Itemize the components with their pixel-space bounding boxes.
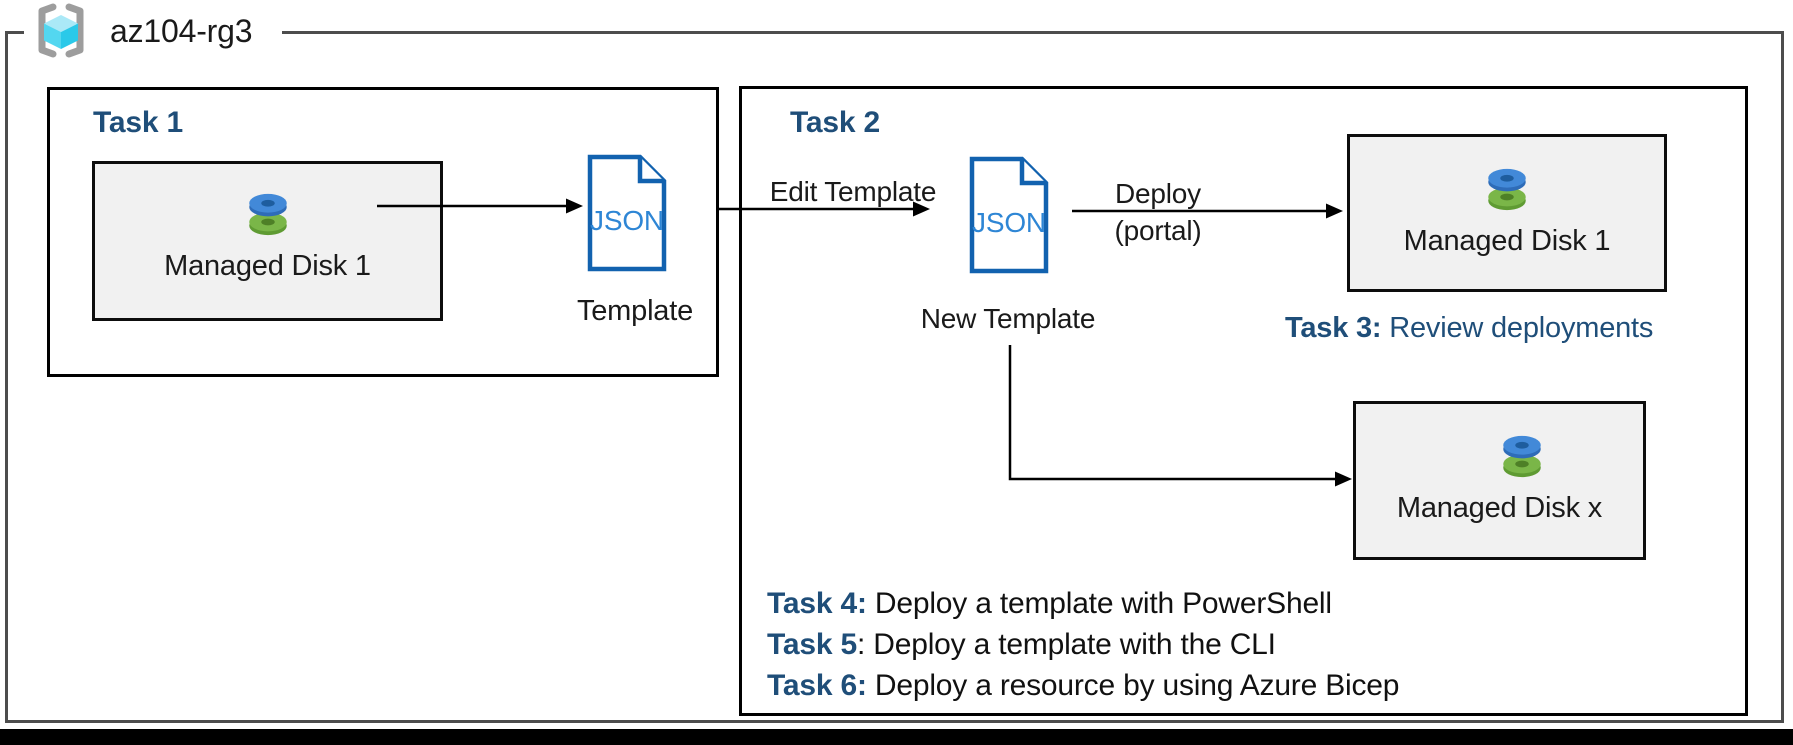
- json-template-icon: JSON: [587, 154, 667, 272]
- resource-group-frame: [5, 31, 1784, 723]
- managed-disk-1-label: Managed Disk 1: [164, 250, 371, 282]
- managed-disk-icon: [248, 193, 287, 236]
- task5-text: : Deploy a template with the CLI: [856, 628, 1276, 661]
- resource-group-legend: az104-rg3: [24, 1, 283, 61]
- task5-line: Task 5: Deploy a template with the CLI: [767, 624, 1399, 665]
- managed-disk-1-deployed-label: Managed Disk 1: [1403, 225, 1611, 257]
- bottom-black-bar: [0, 729, 1793, 745]
- task4-label: Task 4:: [767, 587, 867, 620]
- task6-line: Task 6: Deploy a resource by using Azure…: [767, 665, 1399, 706]
- json-icon-text: JSON: [972, 207, 1046, 238]
- task3-caption-bold: Task 3:: [1285, 312, 1382, 344]
- new-template-caption: New Template: [920, 303, 1096, 334]
- resource-group-icon: [38, 3, 84, 58]
- deploy-label: Deploy: [1115, 178, 1201, 209]
- task-list: Task 4: Deploy a template with PowerShel…: [767, 583, 1399, 706]
- task3-caption-rest: Review deployments: [1381, 312, 1654, 344]
- managed-disk-1-box: Managed Disk 1: [92, 161, 443, 321]
- json-icon-text: JSON: [590, 205, 664, 236]
- task4-text: Deploy a template with PowerShell: [866, 587, 1332, 620]
- edit-template-label: Edit Template: [769, 176, 937, 207]
- managed-disk-icon: [1488, 168, 1526, 211]
- resource-group-name: az104-rg3: [110, 12, 253, 49]
- json-new-template-icon: JSON: [969, 156, 1049, 274]
- template-caption: Template: [576, 295, 694, 327]
- task6-text: Deploy a resource by using Azure Bicep: [866, 669, 1400, 702]
- task2-title: Task 2: [790, 106, 880, 139]
- task6-label: Task 6:: [767, 669, 867, 702]
- task5-label: Task 5: [767, 628, 857, 661]
- task3-caption: Task 3: Review deployments: [1285, 312, 1653, 345]
- task4-line: Task 4: Deploy a template with PowerShel…: [767, 583, 1399, 624]
- managed-disk-1-deployed-box: Managed Disk 1: [1347, 134, 1667, 292]
- managed-disk-x-label: Managed Disk x: [1396, 492, 1603, 524]
- deploy-portal-label: (portal): [1114, 215, 1202, 246]
- managed-disk-x-box: Managed Disk x: [1353, 401, 1646, 560]
- managed-disk-icon: [1502, 435, 1541, 478]
- task1-title: Task 1: [93, 106, 183, 139]
